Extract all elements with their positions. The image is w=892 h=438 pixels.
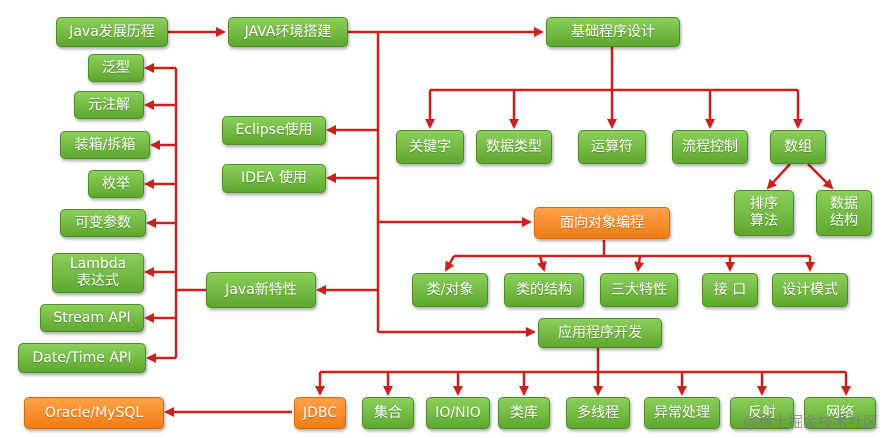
node-basic-programming: 基础程序设计 bbox=[546, 17, 680, 47]
node-java-env: JAVA环境搭建 bbox=[228, 17, 348, 47]
node-java-history: Java发展历程 bbox=[56, 17, 168, 47]
node-varargs: 可变参数 bbox=[60, 209, 146, 237]
node-reflection: 反射 bbox=[730, 397, 794, 429]
node-data-structure: 数据 结构 bbox=[816, 190, 872, 236]
node-class-object: 类/对象 bbox=[412, 273, 488, 307]
node-multithreading: 多线程 bbox=[566, 397, 630, 429]
node-oop: 面向对象编程 bbox=[534, 207, 670, 239]
watermark-text: @稀土掘金技术社区 bbox=[742, 413, 878, 431]
node-app-development: 应用程序开发 bbox=[538, 318, 662, 348]
node-three-features: 三大特性 bbox=[600, 273, 678, 307]
node-stream-api: Stream API bbox=[40, 304, 144, 332]
node-array: 数组 bbox=[770, 130, 826, 164]
node-data-type: 数据类型 bbox=[476, 130, 552, 164]
node-enum: 枚举 bbox=[88, 170, 144, 198]
node-eclipse: Eclipse使用 bbox=[222, 116, 326, 145]
node-jdbc: JDBC bbox=[294, 397, 346, 429]
node-idea: IDEA 使用 bbox=[222, 164, 326, 193]
node-network: 网络 bbox=[804, 397, 876, 429]
node-flow-control: 流程控制 bbox=[672, 130, 748, 164]
node-class-library: 类库 bbox=[498, 397, 550, 429]
node-interface: 接 口 bbox=[702, 273, 758, 307]
node-generics: 泛型 bbox=[88, 54, 144, 82]
node-oracle-mysql: Oracle/MySQL bbox=[24, 397, 164, 429]
node-exception: 异常处理 bbox=[644, 397, 720, 429]
node-sort-algorithm: 排序 算法 bbox=[734, 190, 794, 236]
node-collection: 集合 bbox=[362, 397, 414, 429]
node-annotation: 元注解 bbox=[74, 91, 144, 119]
node-boxing: 装箱/拆箱 bbox=[60, 131, 150, 159]
node-operator: 运算符 bbox=[578, 130, 646, 164]
node-io-nio: IO/NIO bbox=[426, 397, 490, 429]
node-design-pattern: 设计模式 bbox=[772, 273, 848, 307]
node-lambda: Lambda 表达式 bbox=[52, 253, 144, 293]
node-keyword: 关键字 bbox=[396, 130, 464, 164]
node-java-new-features: Java新特性 bbox=[206, 272, 316, 308]
node-class-structure: 类的结构 bbox=[504, 273, 584, 307]
node-datetime-api: Date/Time API bbox=[18, 343, 146, 373]
